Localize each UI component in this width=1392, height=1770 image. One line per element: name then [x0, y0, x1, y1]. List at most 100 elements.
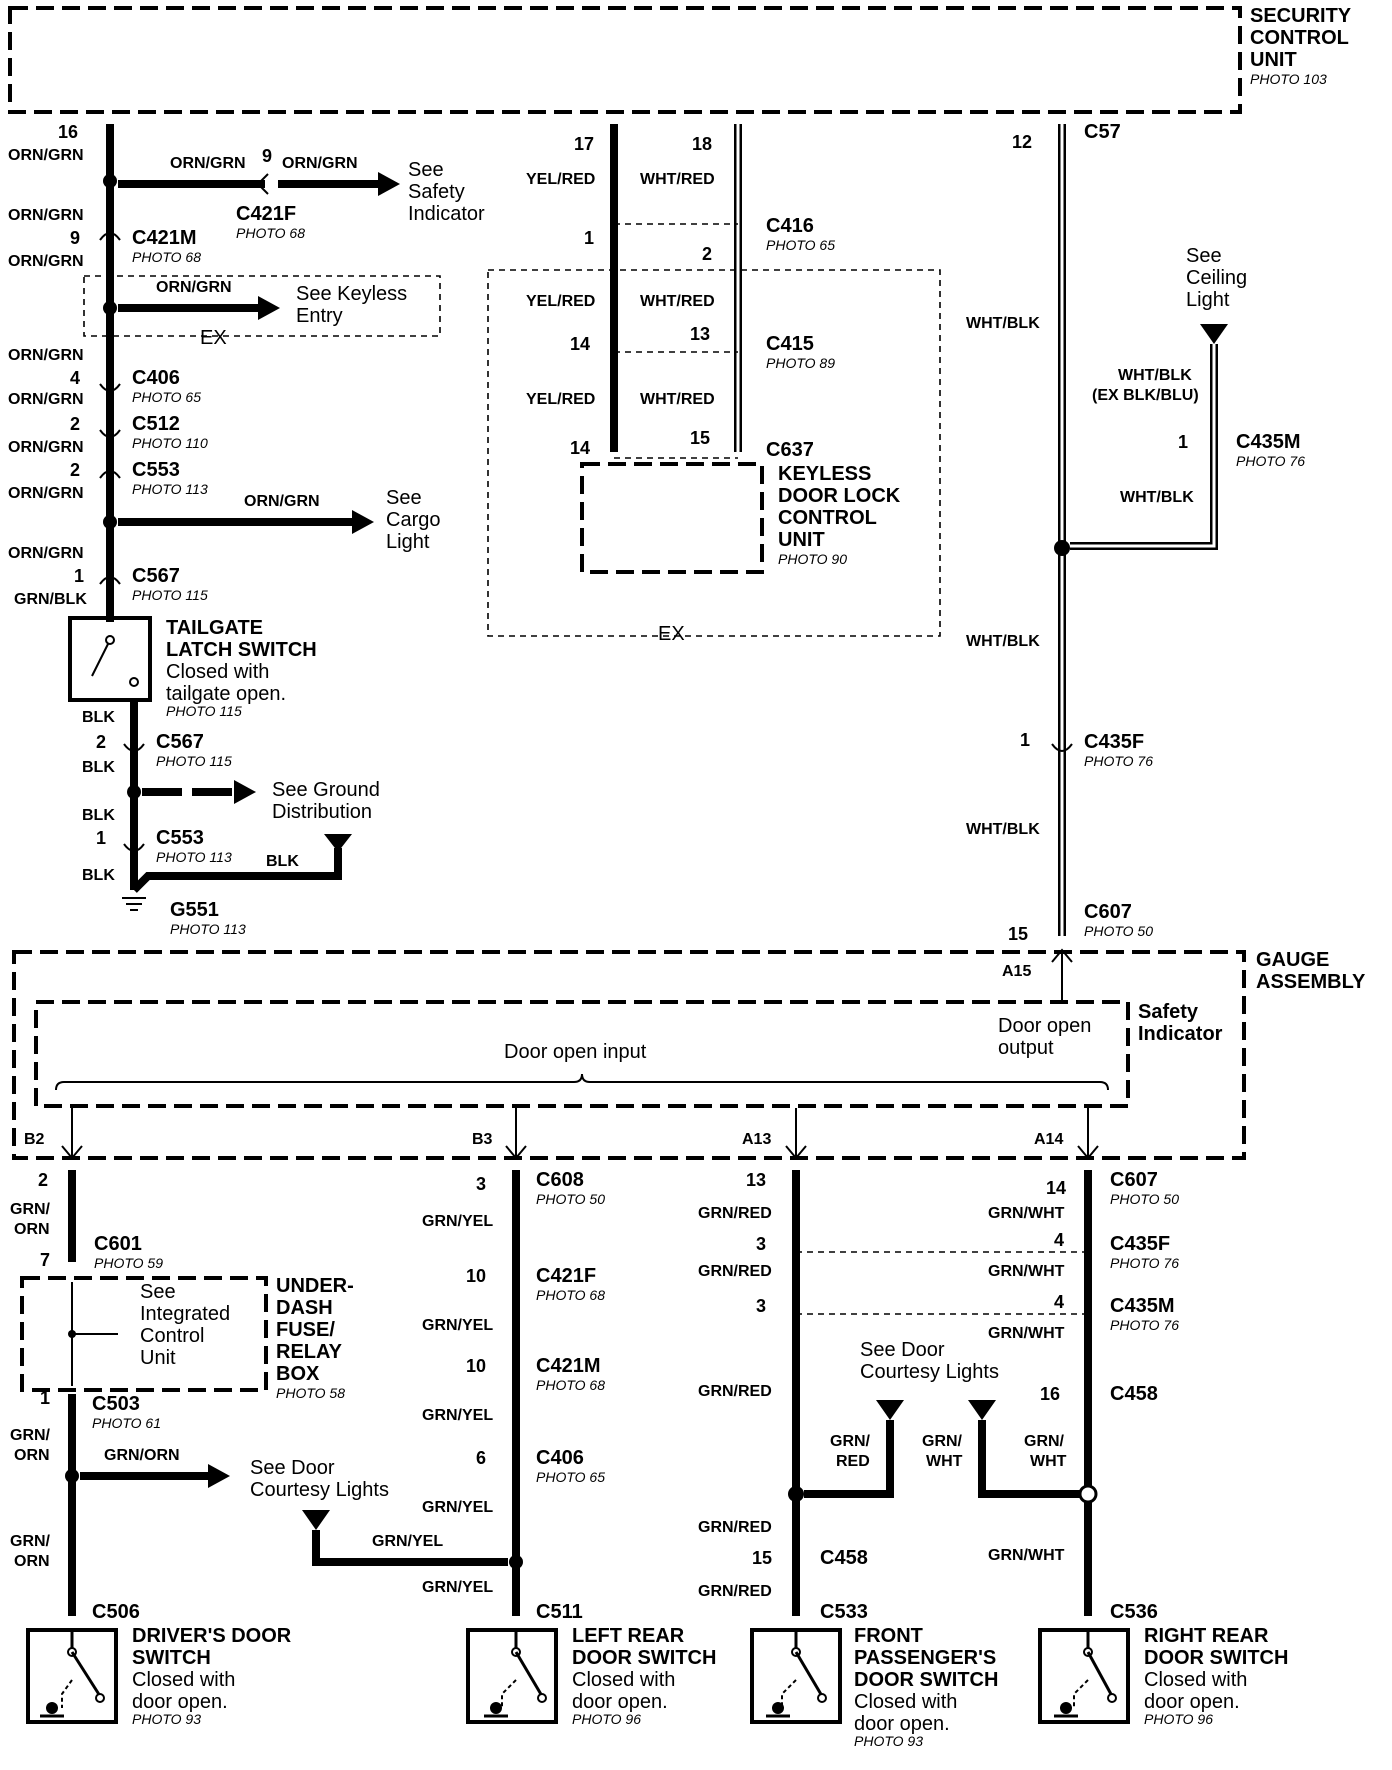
splice [103, 174, 117, 188]
ref-courtesy-r-2: Courtesy Lights [860, 1361, 999, 1383]
connector-c421f-b: C421F [536, 1265, 596, 1287]
arrow-down [505, 1145, 527, 1160]
connector-c435f-b: C435F [1110, 1233, 1170, 1255]
door-open-output-2: output [998, 1037, 1054, 1059]
connector-c533: C533 [820, 1601, 868, 1623]
wire-blk-2 [131, 848, 342, 893]
connector-c607-b: C607 [1110, 1169, 1158, 1191]
photo: PHOTO 50 [1084, 923, 1153, 939]
underdash-box [20, 1276, 268, 1392]
front-pass-switch-title-3: DOOR SWITCH [854, 1669, 998, 1691]
arrow [302, 1510, 330, 1530]
underdash-title-4: RELAY [276, 1341, 343, 1363]
arrow [234, 780, 256, 804]
wire-label: ORN/GRN [8, 439, 84, 456]
wire-label-orn-grn: ORN/GRN [8, 147, 84, 164]
photo: PHOTO 58 [276, 1385, 345, 1401]
wire-label: ORN [14, 1221, 50, 1238]
wire-label: GRN/YEL [422, 1579, 493, 1596]
connector-c567: C567 [132, 565, 180, 587]
right-rear-door-switch [1038, 1628, 1130, 1724]
arrow [1200, 324, 1228, 344]
connector-c435m-b: C435M [1110, 1295, 1174, 1317]
photo: PHOTO 65 [536, 1469, 605, 1485]
wire-label: GRN/WHT [988, 1325, 1065, 1342]
ref-safety-2: Safety [408, 181, 465, 203]
safety-indicator-box [34, 1000, 1130, 1108]
tailgate-title-2: LATCH SWITCH [166, 639, 317, 661]
pin: 10 [466, 1266, 486, 1286]
right-rear-switch-desc-1: Closed with [1144, 1669, 1247, 1691]
photo: PHOTO 61 [92, 1415, 161, 1431]
connector-c553: C553 [132, 459, 180, 481]
connector-mark [123, 743, 145, 752]
driver-switch-desc-1: Closed with [132, 1669, 235, 1691]
ref-ground-1: See Ground [272, 779, 380, 801]
wire-label: ORN/GRN [8, 347, 84, 364]
pin: 4 [1054, 1230, 1064, 1250]
switch-contact [129, 677, 139, 687]
connector-c421m-b: C421M [536, 1355, 600, 1377]
ex-label-2: EX [658, 623, 685, 645]
pin-a13: A13 [742, 1131, 771, 1148]
photo: PHOTO 113 [156, 849, 232, 865]
pin: 10 [466, 1356, 486, 1376]
wire-label: GRN/ [10, 1533, 51, 1550]
pin: 14 [570, 438, 590, 458]
splice [127, 785, 141, 799]
photo: PHOTO 50 [536, 1191, 605, 1207]
wire-label: WHT [1030, 1453, 1067, 1470]
input-brace [55, 1073, 1109, 1091]
wire-label: BLK [266, 853, 299, 870]
tailgate-desc-2: tailgate open. [166, 683, 286, 705]
splice [65, 1469, 79, 1483]
photo: PHOTO 50 [1110, 1191, 1179, 1207]
ref-ground-2: Distribution [272, 801, 372, 823]
wire-label: ORN/GRN [170, 155, 246, 172]
keyless-title-4: UNIT [778, 529, 825, 551]
wire-label: ORN/GRN [8, 207, 84, 224]
connector-c57: C57 [1084, 121, 1121, 143]
ex-label: EX [200, 327, 227, 349]
pin-16: 16 [58, 122, 78, 142]
connector-c458-b: C458 [1110, 1383, 1158, 1405]
wire-label: GRN/WHT [988, 1263, 1065, 1280]
ref-ceiling-1: See [1186, 245, 1222, 267]
pin: 13 [746, 1170, 766, 1190]
safety-title-2: Indicator [1138, 1023, 1223, 1045]
photo: PHOTO 68 [132, 249, 201, 265]
pin: 7 [40, 1250, 50, 1270]
photo: PHOTO 115 [156, 753, 232, 769]
wire-label: ORN/GRN [8, 391, 84, 408]
wire-label: ORN/GRN [8, 253, 84, 270]
tailgate-latch-switch [68, 616, 152, 702]
gauge-assembly-box [12, 950, 1246, 1160]
splice [1054, 540, 1070, 556]
splice [103, 515, 117, 529]
pin: 9 [70, 228, 80, 248]
pin: 2 [70, 414, 80, 434]
arrow-down [1077, 1145, 1099, 1160]
wire-label: BLK [82, 709, 115, 726]
photo: PHOTO 110 [132, 435, 208, 451]
pin: 1 [1178, 432, 1188, 452]
pin: 2 [70, 460, 80, 480]
pin: 1 [584, 228, 594, 248]
pin: 2 [38, 1170, 48, 1190]
wire-label: BLK [82, 759, 115, 776]
photo: PHOTO 89 [766, 355, 835, 371]
ref-icu-2: Integrated [140, 1303, 230, 1325]
wire-label: WHT/BLK [966, 633, 1040, 650]
pin-b2: B2 [24, 1131, 45, 1148]
ref-ceiling-3: Light [1186, 289, 1230, 311]
connector-c637: C637 [766, 439, 814, 461]
ex-option-box-2 [487, 269, 941, 637]
pin: 9 [262, 146, 272, 166]
wire-label: GRN/ [922, 1433, 963, 1450]
wire-label: GRN/ [10, 1427, 51, 1444]
ref-courtesy-l-2: Courtesy Lights [250, 1479, 389, 1501]
wire-label: GRN/YEL [422, 1499, 493, 1516]
arrow [876, 1400, 904, 1420]
keyless-title-3: CONTROL [778, 507, 877, 529]
